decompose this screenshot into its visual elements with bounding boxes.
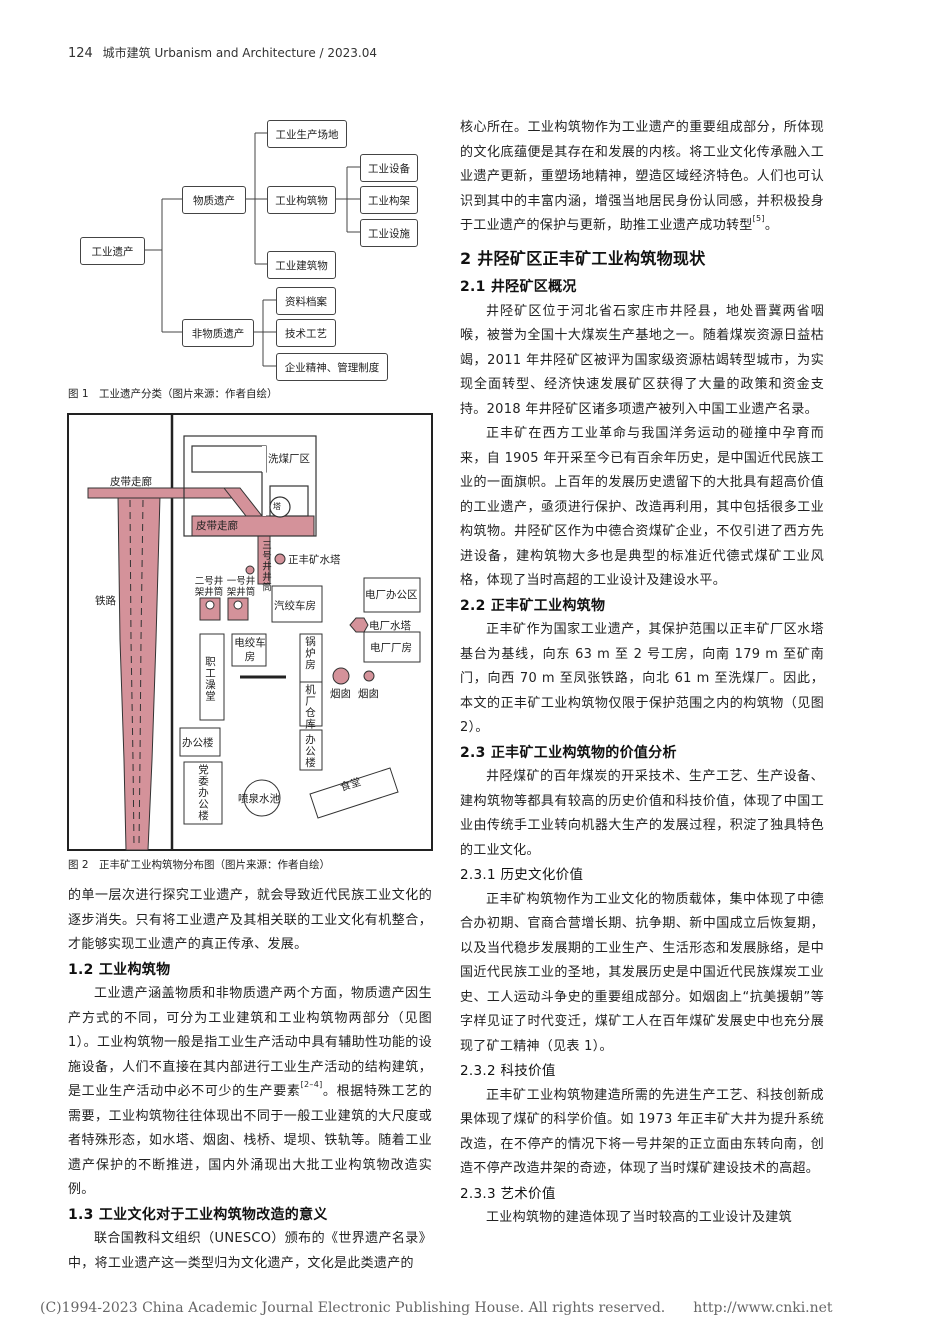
node-equipment: 工业设备 [360, 154, 418, 182]
page-number: 124 [68, 46, 93, 61]
node-archives: 资料档案 [276, 287, 336, 315]
figure-2-map [67, 413, 433, 851]
label-party-office: 党委办公楼 [197, 764, 209, 822]
label-fountain: 喷泉水池 [238, 793, 280, 805]
node-craft: 技术工艺 [276, 319, 336, 347]
node-industrial-structures: 工业构筑物 [267, 186, 336, 214]
label-chimney-2: 烟囱 [358, 688, 379, 700]
label-boiler-room: 锅炉房 [304, 636, 316, 671]
figure-2-caption: 图 2 正丰矿工业构筑物分布图（图片来源：作者自绘） [68, 859, 331, 871]
label-water-tower: 正丰矿水塔 [288, 554, 341, 566]
paragraph-2-1a: 井陉矿区位于河北省石家庄市井陉县，地处晋冀两省咽喉，被誉为全国十大煤炭生产基地之… [460, 303, 824, 417]
right-column: 核心所在。工业构筑物作为工业遗产的重要组成部分，所体现的文化底蕴便是其存在和发展… [460, 116, 824, 1231]
node-nonmaterial-heritage: 非物质遗产 [182, 319, 254, 347]
label-shaft-1: 一号井架井筒 [226, 576, 256, 598]
label-railway: 铁路 [95, 595, 116, 607]
paragraph-2-3-3: 工业构筑物的建造体现了当时较高的工业设计及建筑 [486, 1210, 792, 1225]
running-header: 124 城市建筑 Urbanism and Architecture / 202… [68, 44, 377, 61]
heading-2: 2 井陉矿区正丰矿工业构筑物现状 [460, 248, 706, 268]
label-shaft-2: 二号井架井筒 [194, 576, 224, 598]
heading-2-3-2: 2.3.2 科技价值 [460, 1063, 556, 1079]
heading-2-3-3: 2.3.3 艺术价值 [460, 1185, 556, 1202]
label-belt-corridor-inner: 皮带走廊 [196, 520, 238, 532]
label-power-plant: 电厂厂房 [370, 642, 412, 654]
label-office-mid: 办公楼 [304, 734, 316, 769]
label-power-office: 电厂办公区 [365, 589, 418, 601]
label-tower-icon: 塔 [273, 502, 281, 511]
node-frame: 工业构架 [360, 186, 418, 214]
node-facility: 工业设施 [360, 219, 418, 247]
left-column: 的单一层次进行探究工业遗产，就会导致近代民族工业文化的逐步消失。只有将工业遗产及… [68, 884, 432, 1276]
heading-1-3: 1.3 工业文化对于工业构筑物改造的意义 [68, 1206, 328, 1223]
heading-2-2: 2.2 正丰矿工业构筑物 [460, 597, 606, 614]
heading-2-3: 2.3 正丰矿工业构筑物的价值分析 [460, 744, 677, 761]
journal-title: 城市建筑 Urbanism and Architecture / 2023.04 [102, 46, 378, 60]
label-coal-washing: 洗煤厂区 [268, 453, 310, 465]
left-paragraph-1: 的单一层次进行探究工业遗产，就会导致近代民族工业文化的逐步消失。只有将工业遗产及… [68, 888, 432, 952]
paragraph-2-3: 井陉煤矿的百年煤炭的开采技术、生产工艺、生产设备、建构筑物等都具有较高的历史价值… [460, 769, 824, 858]
citation-5: [5] [752, 214, 765, 223]
label-staff-bath: 职工澡堂 [204, 656, 216, 702]
right-paragraph-1: 核心所在。工业构筑物作为工业遗产的重要组成部分，所体现的文化底蕴便是其存在和发展… [460, 120, 824, 233]
label-machine-warehouse: 机厂仓库 [304, 684, 316, 730]
label-office-left: 办公楼 [182, 737, 214, 749]
label-winch-house: 汽绞车房 [274, 600, 316, 612]
paragraph-2-2: 正丰矿作为国家工业遗产，其保护范围以正丰矿厂区水塔基台为基线，向东 63 m 至… [460, 622, 824, 735]
label-chimney-1: 烟囱 [330, 688, 351, 700]
citation-2-4: [2–4] [300, 1080, 323, 1089]
figure-1-caption: 图 1 工业遗产分类（图片来源：作者自绘） [68, 388, 278, 400]
label-power-tower: 电厂水塔 [369, 620, 411, 632]
label-belt-corridor-top: 皮带走廊 [110, 476, 152, 488]
heading-1-2: 1.2 工业构筑物 [68, 961, 171, 978]
node-material-heritage: 物质遗产 [182, 186, 246, 214]
paragraph-2-3-1: 正丰矿构筑物作为工业文化的物质载体，集中体现了中德合办初期、官商合营增长期、抗争… [460, 891, 824, 1054]
figure-1-connectors [143, 132, 360, 367]
paragraph-2-1b: 正丰矿在西方工业革命与我国洋务运动的碰撞中孕育而来，自 1905 年开采至今已有… [460, 426, 824, 588]
node-industrial-heritage: 工业遗产 [80, 237, 145, 265]
left-paragraph-3: 联合国教科文组织（UNESCO）颁布的《世界遗产名录》中，将工业遗产这一类型归为… [68, 1231, 432, 1271]
node-spirit: 企业精神、管理制度 [276, 353, 388, 381]
label-electric-winch: 电绞车房 [234, 637, 266, 663]
node-industrial-buildings: 工业建筑物 [267, 251, 336, 279]
left-paragraph-2: 工业遗产涵盖物质和非物质遗产两个方面，物质遗产因生产方式的不同，可分为工业建筑和… [68, 986, 432, 1197]
copyright-footer: (C)1994-2023 China Academic Journal Elec… [40, 1300, 833, 1316]
paragraph-2-3-2: 正丰矿工业构筑物建造所需的先进生产工艺、科技创新成果体现了煤矿的科学价值。如 1… [460, 1087, 824, 1177]
heading-2-1: 2.1 井陉矿区概况 [460, 279, 577, 295]
node-production-site: 工业生产场地 [267, 120, 347, 148]
heading-2-3-1: 2.3.1 历史文化价值 [460, 867, 584, 883]
label-shaft-3: 三号井井筒 [260, 540, 271, 593]
